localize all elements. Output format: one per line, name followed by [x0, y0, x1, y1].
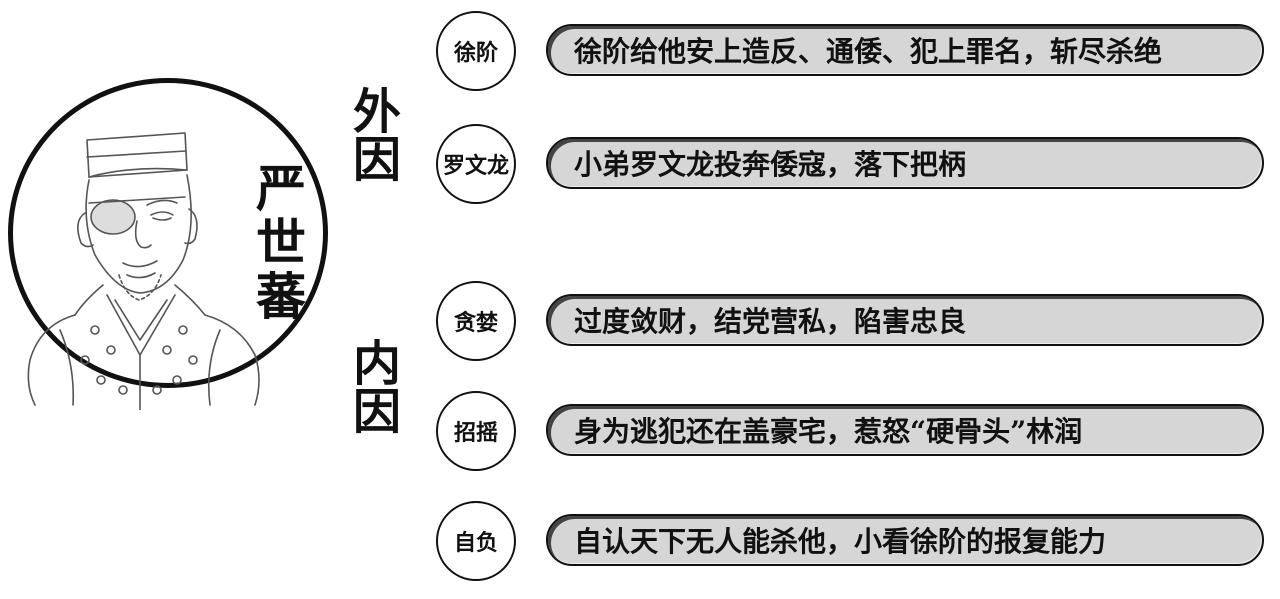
cause-tag-circle: 罗文龙	[436, 124, 516, 204]
cause-description: 身为逃犯还在盖豪宅，惹怒“硬骨头”林润	[546, 404, 1264, 456]
portrait-sketch	[27, 132, 260, 410]
cause-description: 小弟罗文龙投奔倭寇，落下把柄	[546, 137, 1264, 189]
cause-tag-circle: 自负	[436, 501, 516, 581]
cause-description: 自认天下无人能杀他，小看徐阶的报复能力	[546, 514, 1264, 566]
cause-row: 罗文龙 小弟罗文龙投奔倭寇，落下把柄	[436, 124, 1270, 204]
cause-internal-label: 内因	[344, 338, 400, 434]
person-name: 严世蕃	[248, 162, 307, 324]
cause-row: 招摇 身为逃犯还在盖豪宅，惹怒“硬骨头”林润	[436, 391, 1270, 471]
cause-description: 过度敛财，结党营私，陷害忠良	[546, 294, 1264, 346]
cause-tag-circle: 招摇	[436, 391, 516, 471]
portrait-ring	[8, 78, 328, 388]
cause-tag-circle: 贪婪	[436, 281, 516, 361]
cause-description: 徐阶给他安上造反、通倭、犯上罪名，斩尽杀绝	[546, 24, 1264, 76]
cause-row: 自负 自认天下无人能杀他，小看徐阶的报复能力	[436, 501, 1270, 581]
cause-external-label: 外因	[344, 86, 400, 182]
cause-row: 贪婪 过度敛财，结党营私，陷害忠良	[436, 281, 1270, 361]
cause-tag-circle: 徐阶	[436, 11, 516, 91]
cause-row: 徐阶 徐阶给他安上造反、通倭、犯上罪名，斩尽杀绝	[436, 11, 1270, 91]
